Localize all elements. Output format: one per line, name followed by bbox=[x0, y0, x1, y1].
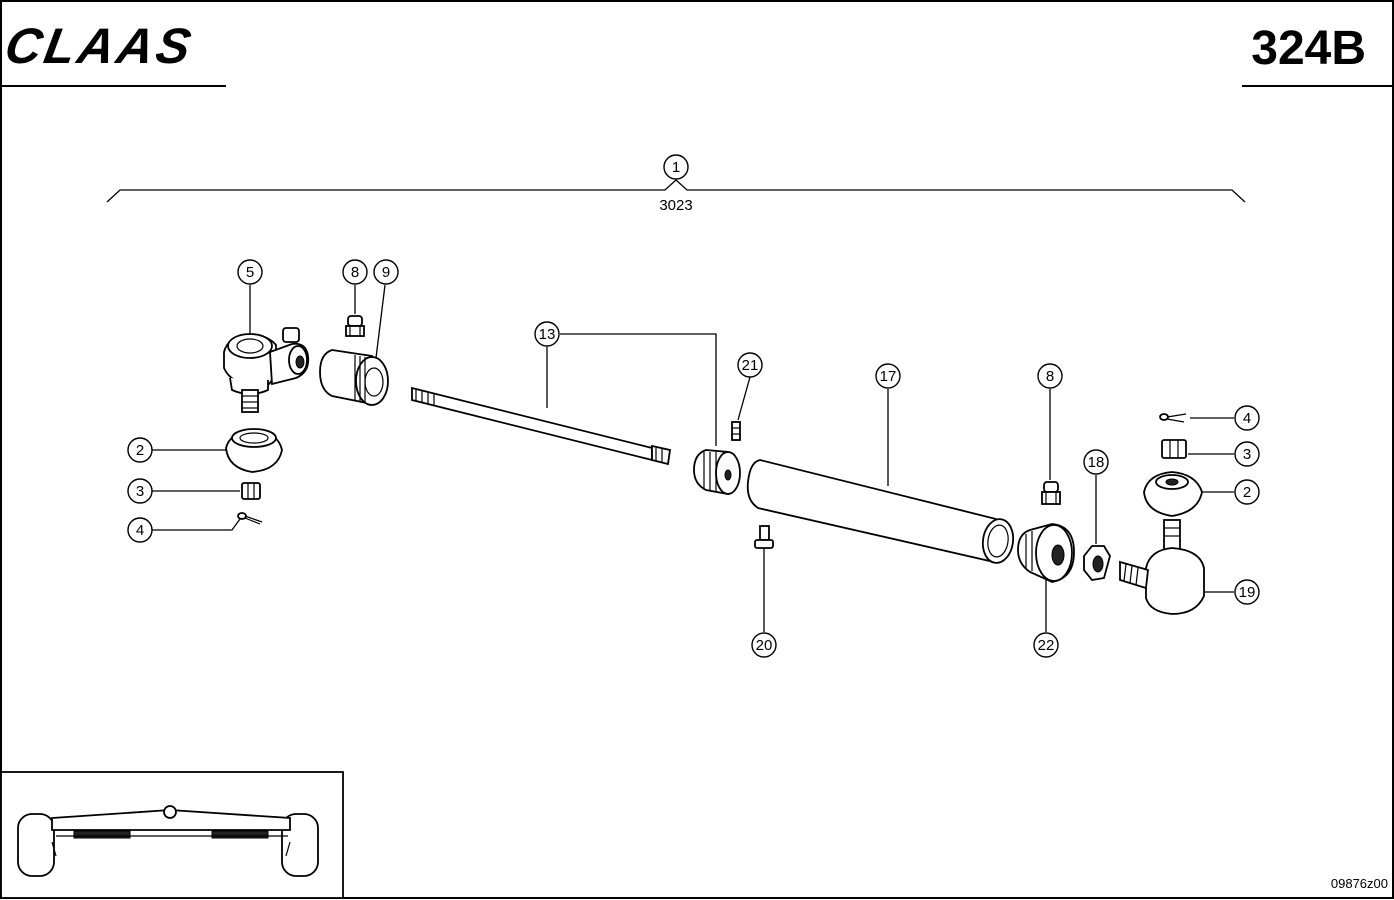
callout-17-text: 17 bbox=[880, 368, 897, 385]
callout-2-left-text: 2 bbox=[136, 442, 144, 459]
drawing-id: 09876z00 bbox=[1331, 876, 1388, 891]
brand-logo-text: CLAAS bbox=[1, 17, 198, 74]
callout-1 bbox=[663, 154, 689, 180]
part-13-threaded-bushing bbox=[693, 449, 741, 496]
part-13-threaded-rod bbox=[411, 386, 672, 466]
callout-9 bbox=[373, 259, 399, 285]
callout-8-left-text: 8 bbox=[351, 264, 359, 281]
part-5-ball-joint bbox=[223, 327, 310, 413]
callout-8-left bbox=[342, 259, 368, 285]
assembly-bracket: 1 3023 bbox=[106, 154, 1246, 214]
callout-5 bbox=[237, 259, 263, 285]
callout-20 bbox=[751, 632, 777, 658]
callout-8-right bbox=[1037, 363, 1063, 389]
callout-21-text: 21 bbox=[742, 357, 759, 374]
part-8-grease-nipple-right bbox=[1041, 481, 1061, 505]
part-3-castle-nut-left bbox=[241, 482, 261, 500]
callout-9-text: 9 bbox=[382, 264, 390, 281]
callout-1-text: 1 bbox=[672, 159, 680, 176]
callout-17 bbox=[875, 363, 901, 389]
callout-4-right-text: 4 bbox=[1243, 410, 1251, 427]
callout-22-text: 22 bbox=[1038, 637, 1055, 654]
part-2-dust-boot-left bbox=[225, 428, 283, 473]
callout-19 bbox=[1234, 579, 1260, 605]
assembly-part-number: 3023 bbox=[659, 197, 692, 214]
callout-3-right bbox=[1234, 441, 1260, 467]
callout-2-left bbox=[127, 437, 153, 463]
callout-21 bbox=[737, 352, 763, 378]
part-8-grease-nipple-left bbox=[345, 315, 365, 337]
callout-3-right-text: 3 bbox=[1243, 446, 1251, 463]
part-21-set-screw bbox=[731, 421, 741, 441]
part-18-hex-nut bbox=[1083, 545, 1111, 581]
callout-5-text: 5 bbox=[246, 264, 254, 281]
callout-3-left-text: 3 bbox=[136, 483, 144, 500]
callout-18 bbox=[1083, 449, 1109, 475]
callout-18-text: 18 bbox=[1088, 454, 1105, 471]
callout-19-text: 19 bbox=[1239, 584, 1256, 601]
callout-2-right bbox=[1234, 479, 1260, 505]
callout-4-right bbox=[1234, 405, 1260, 431]
part-9-clamp-sleeve bbox=[319, 349, 389, 406]
part-2-dust-boot-right bbox=[1143, 471, 1203, 517]
callout-4-left bbox=[127, 517, 153, 543]
part-4-cotter-pin-left bbox=[237, 512, 263, 525]
callout-8-right-text: 8 bbox=[1046, 368, 1054, 385]
callout-4-left-text: 4 bbox=[136, 522, 144, 539]
location-inset bbox=[0, 771, 344, 899]
callout-3-left bbox=[127, 478, 153, 504]
part-20-bolt bbox=[754, 525, 774, 549]
part-3-castle-nut-right bbox=[1161, 439, 1187, 459]
callout-13-text: 13 bbox=[539, 326, 556, 343]
callout-2-right-text: 2 bbox=[1243, 484, 1251, 501]
part-22-clamp-sleeve bbox=[1017, 523, 1075, 583]
callout-20-text: 20 bbox=[756, 637, 773, 654]
callout-22 bbox=[1033, 632, 1059, 658]
page-code: 324B bbox=[1251, 22, 1366, 75]
brand-logo: CLAAS bbox=[1, 17, 198, 74]
part-4-cotter-pin-right bbox=[1159, 413, 1187, 423]
callout-13 bbox=[534, 321, 560, 347]
part-17-tube bbox=[746, 459, 1015, 564]
part-19-ball-joint bbox=[1119, 519, 1205, 615]
